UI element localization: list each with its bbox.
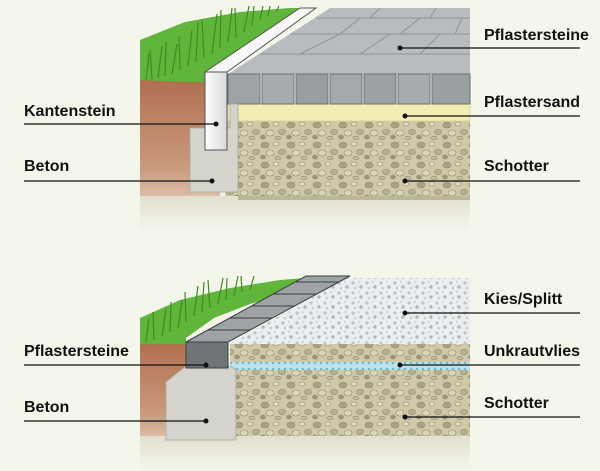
kerbstone-top [203, 7, 318, 73]
grass-blades-bottom [145, 275, 255, 343]
label-schotter-bottom: Schotter [484, 395, 549, 412]
label-beton-bottom: Beton [24, 399, 70, 416]
edging-paver-joints [208, 281, 338, 331]
fleece-layer [230, 362, 470, 370]
label-pflastersand: Pflastersand [484, 94, 581, 111]
base-fade-bottom [140, 436, 470, 471]
sand-layer [227, 103, 471, 122]
label-pflastersteine-top: Pflastersteine [484, 27, 589, 44]
top-section [140, 5, 471, 232]
label-dots [203, 45, 408, 424]
edging-paver-top [185, 275, 351, 343]
paver-front-row [227, 73, 471, 105]
schotter-layer [225, 120, 470, 200]
label-kantenstein: Kantenstein [24, 103, 116, 120]
bottom-section [140, 275, 470, 471]
label-pflastersteine-bottom: Pflastersteine [24, 343, 129, 360]
label-unkrautvlies: Unkrautvlies [484, 343, 581, 360]
base-fade [140, 196, 470, 232]
kerbstone [204, 71, 228, 151]
kies-surface [230, 278, 470, 344]
grit-layer [230, 344, 470, 362]
label-schotter-top: Schotter [484, 158, 549, 175]
paver-joints [260, 7, 470, 55]
paver-top-surface [228, 8, 470, 74]
label-beton-top: Beton [24, 158, 70, 175]
grass-blades [145, 5, 280, 81]
label-kies-splitt: Kies/Splitt [484, 291, 563, 308]
schotter-layer-bottom [230, 370, 470, 440]
label-lines [24, 47, 580, 422]
concrete-foundation-bottom [165, 365, 237, 441]
